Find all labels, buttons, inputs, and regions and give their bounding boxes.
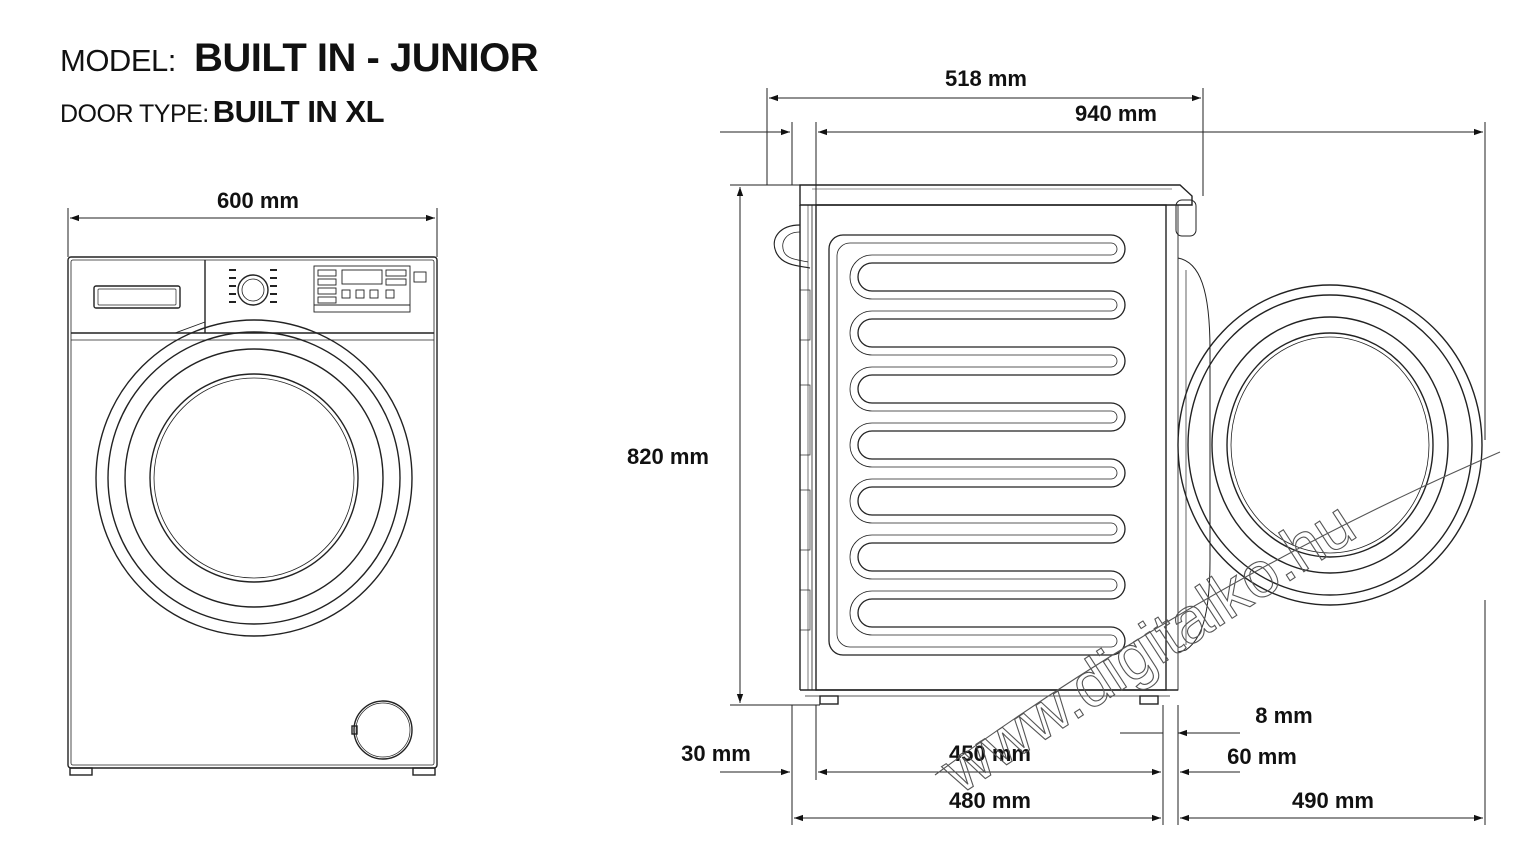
side-depth-label: 518 mm bbox=[945, 66, 1027, 91]
side-dimension-lines bbox=[720, 88, 1486, 825]
body-depth-label: 450 mm bbox=[949, 741, 1031, 766]
front-width-dimension bbox=[67, 208, 438, 257]
front-view bbox=[67, 256, 438, 776]
front-width-label: 600 mm bbox=[217, 188, 299, 213]
side-panel-pattern bbox=[828, 234, 1126, 656]
door-gap-label: 8 mm bbox=[1255, 703, 1312, 728]
watermark: www.digitalko.hu bbox=[927, 451, 1501, 808]
model-header: MODEL: BUILT IN - JUNIOR bbox=[60, 36, 539, 81]
total-depth-label: 480 mm bbox=[949, 788, 1031, 813]
foot-offset-label: 30 mm bbox=[681, 741, 751, 766]
model-value: BUILT IN - JUNIOR bbox=[194, 36, 539, 80]
height-label: 820 mm bbox=[627, 444, 709, 469]
door-thickness-label: 60 mm bbox=[1227, 744, 1297, 769]
door-type-value: BUILT IN XL bbox=[212, 94, 385, 129]
program-knob-icon bbox=[229, 269, 277, 306]
display-panel-icon bbox=[313, 265, 427, 313]
open-door-icon bbox=[1177, 284, 1483, 606]
side-view bbox=[773, 184, 1483, 705]
model-label: MODEL: bbox=[60, 43, 176, 78]
door-type-label: DOOR TYPE: bbox=[60, 100, 209, 128]
door-type-header: DOOR TYPE:BUILT IN XL bbox=[60, 94, 385, 130]
filter-cap-icon bbox=[351, 700, 413, 760]
door-diameter-label: 490 mm bbox=[1292, 788, 1374, 813]
depth-door-open-label: 940 mm bbox=[1075, 101, 1157, 126]
front-door-icon bbox=[95, 319, 413, 637]
